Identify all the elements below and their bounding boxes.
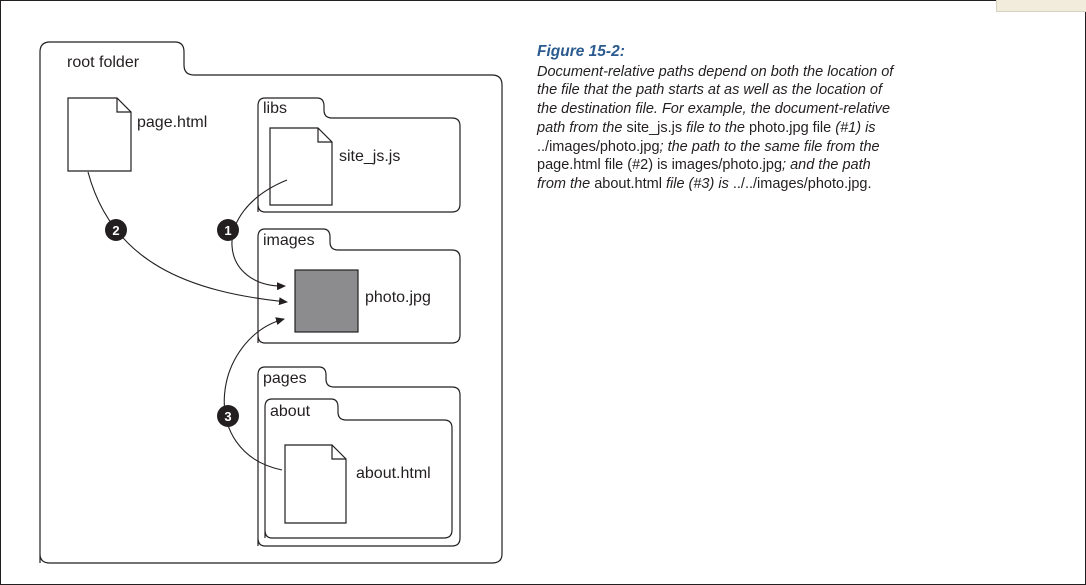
marker-2: 2 (105, 219, 127, 241)
site-js-file: site_js.js (269, 127, 400, 206)
caption-run: about.html (594, 175, 662, 192)
path-arrow-3 (223, 317, 285, 471)
caption-run: ; the path to the same file from the (659, 138, 880, 155)
corner-tab (996, 0, 1086, 12)
caption-run: photo.jpg file (748, 119, 836, 136)
caption-run: ../../images/photo.jpg (732, 175, 868, 192)
page-html-file: page.html (67, 97, 207, 172)
figure-caption: Figure 15-2: Document-relative paths dep… (537, 43, 897, 194)
root-folder: root folder (39, 41, 503, 564)
about-html-label: about.html (356, 465, 431, 482)
caption-run: Document-relative paths depend on both t… (537, 63, 894, 136)
about-folder-label: about (270, 403, 311, 420)
libs-folder: libs (257, 97, 461, 213)
caption-run: file (#3) is (661, 175, 733, 192)
caption-run: . (867, 175, 872, 192)
images-folder-label: images (263, 232, 315, 249)
page-html-label: page.html (137, 114, 207, 131)
path-arrow-2 (87, 171, 288, 306)
caption-run: ; and the path from the (537, 157, 871, 192)
about-folder: about (264, 398, 453, 539)
pages-folder-label: pages (263, 370, 307, 387)
marker-2-label: 2 (112, 223, 119, 238)
path-arrow-1 (231, 179, 288, 291)
photo-jpg-file: photo.jpg (294, 269, 431, 333)
about-html-file: about.html (284, 444, 431, 524)
caption-run: page.html file (#2) is images/photo.jpg (537, 157, 783, 174)
pages-folder: pages (257, 366, 461, 547)
photo-thumbnail (294, 269, 359, 333)
marker-1-label: 1 (224, 223, 231, 238)
root-folder-label: root folder (67, 54, 140, 71)
site-js-label: site_js.js (339, 148, 400, 165)
libs-folder-label: libs (263, 100, 287, 117)
marker-3: 3 (217, 405, 239, 427)
caption-title: Figure 15-2: (537, 43, 625, 60)
photo-jpg-label: photo.jpg (365, 289, 431, 306)
images-folder: images (257, 228, 461, 344)
marker-1: 1 (217, 219, 239, 241)
caption-run: (#1) is (835, 119, 876, 136)
caption-run: site_js.js (626, 119, 683, 136)
caption-run: ../images/photo.jpg (537, 138, 660, 155)
caption-run: file to the (682, 119, 749, 136)
caption-body: Document-relative paths depend on both t… (537, 63, 897, 194)
marker-3-label: 3 (224, 409, 231, 424)
